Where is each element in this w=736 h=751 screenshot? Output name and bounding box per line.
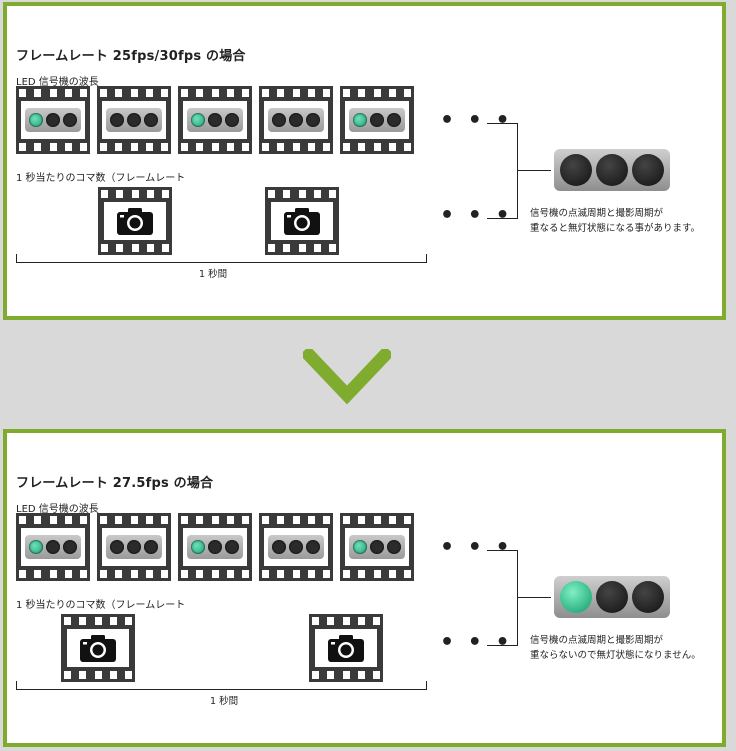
traffic-light-icon bbox=[25, 108, 81, 132]
bracket-connector bbox=[517, 170, 551, 171]
lamp-bulb bbox=[207, 540, 222, 554]
camera-frame-1 bbox=[61, 614, 135, 682]
lamp-bulb bbox=[225, 540, 240, 554]
led-film-frame bbox=[16, 513, 90, 581]
lamp-bulb bbox=[560, 581, 592, 613]
lamp-bulb bbox=[45, 113, 60, 127]
lamp-bulb bbox=[632, 154, 664, 186]
chevron-down-icon bbox=[303, 349, 391, 405]
one-second-bracket bbox=[16, 254, 427, 263]
traffic-light-icon bbox=[25, 535, 81, 559]
camera-frame-1 bbox=[98, 187, 172, 255]
one-second-label: 1 秒間 bbox=[210, 696, 239, 707]
panel-title: フレームレート 25fps/30fps の場合 bbox=[16, 49, 246, 64]
led-film-frame bbox=[97, 86, 171, 154]
led-film-frame bbox=[178, 513, 252, 581]
result-traffic-light bbox=[554, 576, 670, 618]
lamp-bulb bbox=[144, 113, 159, 127]
led-film-frame bbox=[178, 86, 252, 154]
led-wave-label: LED 信号機の波長 bbox=[16, 77, 99, 88]
continuation-dots: • • • bbox=[440, 108, 513, 133]
lamp-bulb bbox=[109, 540, 124, 554]
one-second-bracket bbox=[16, 681, 427, 690]
lamp-bulb bbox=[109, 113, 124, 127]
lamp-bulb bbox=[144, 540, 159, 554]
lamp-bulb bbox=[45, 540, 60, 554]
lamp-bulb bbox=[632, 581, 664, 613]
lamp-bulb bbox=[63, 540, 78, 554]
lamp-bulb bbox=[596, 154, 628, 186]
traffic-light-icon bbox=[187, 535, 243, 559]
lamp-bulb bbox=[352, 113, 367, 127]
camera-icon bbox=[284, 208, 320, 235]
led-film-frame bbox=[16, 86, 90, 154]
traffic-light-icon bbox=[349, 535, 405, 559]
lamp-bulb bbox=[207, 113, 222, 127]
camera-frame-2 bbox=[309, 614, 383, 682]
led-film-frame bbox=[340, 86, 414, 154]
camera-icon bbox=[80, 635, 116, 662]
traffic-light-icon bbox=[268, 535, 324, 559]
lamp-bulb bbox=[126, 113, 141, 127]
note-line-1: 信号機の点滅周期と撮影周期が bbox=[530, 208, 664, 219]
traffic-light-icon bbox=[268, 108, 324, 132]
lamp-bulb bbox=[369, 113, 384, 127]
led-film-frame bbox=[259, 513, 333, 581]
led-film-frame bbox=[97, 513, 171, 581]
traffic-light-icon bbox=[349, 108, 405, 132]
merge-bracket bbox=[487, 550, 518, 646]
lamp-bulb bbox=[63, 113, 78, 127]
note-line-2: 重なると無灯状態になる事があります。 bbox=[530, 223, 701, 234]
panel-title: フレームレート 27.5fps の場合 bbox=[16, 476, 214, 491]
camera-icon bbox=[117, 208, 153, 235]
led-film-strip bbox=[16, 513, 416, 581]
lamp-bulb bbox=[596, 581, 628, 613]
lamp-bulb bbox=[190, 540, 205, 554]
merge-bracket bbox=[487, 123, 518, 219]
panel-25-30fps: フレームレート 25fps/30fps の場合 LED 信号機の波長 1 秒当た… bbox=[3, 2, 726, 320]
note-line-1: 信号機の点滅周期と撮影周期が bbox=[530, 635, 664, 646]
traffic-light-icon bbox=[187, 108, 243, 132]
lamp-bulb bbox=[126, 540, 141, 554]
camera-frame-2 bbox=[265, 187, 339, 255]
continuation-dots: • • • bbox=[440, 203, 513, 228]
result-traffic-light bbox=[554, 149, 670, 191]
traffic-light-icon bbox=[106, 108, 162, 132]
led-film-strip bbox=[16, 86, 416, 154]
frame-rate-label: 1 秒当たりのコマ数（フレームレート bbox=[16, 173, 186, 184]
lamp-bulb bbox=[352, 540, 367, 554]
lamp-bulb bbox=[28, 540, 43, 554]
continuation-dots: • • • bbox=[440, 630, 513, 655]
lamp-bulb bbox=[190, 113, 205, 127]
lamp-bulb bbox=[225, 113, 240, 127]
traffic-light-icon bbox=[106, 535, 162, 559]
lamp-bulb bbox=[387, 540, 402, 554]
frame-rate-label: 1 秒当たりのコマ数（フレームレート bbox=[16, 600, 186, 611]
bracket-connector bbox=[517, 597, 551, 598]
continuation-dots: • • • bbox=[440, 535, 513, 560]
note-line-2: 重ならないので無灯状態になりません。 bbox=[530, 650, 701, 661]
lamp-bulb bbox=[288, 540, 303, 554]
led-film-frame bbox=[340, 513, 414, 581]
led-film-frame bbox=[259, 86, 333, 154]
lamp-bulb bbox=[560, 154, 592, 186]
lamp-bulb bbox=[271, 540, 286, 554]
lamp-bulb bbox=[288, 113, 303, 127]
lamp-bulb bbox=[28, 113, 43, 127]
lamp-bulb bbox=[387, 113, 402, 127]
panel-27-5fps: フレームレート 27.5fps の場合 LED 信号機の波長 1 秒当たりのコマ… bbox=[3, 429, 726, 747]
camera-icon bbox=[328, 635, 364, 662]
lamp-bulb bbox=[271, 113, 286, 127]
lamp-bulb bbox=[369, 540, 384, 554]
one-second-label: 1 秒間 bbox=[199, 269, 228, 280]
lamp-bulb bbox=[306, 113, 321, 127]
led-wave-label: LED 信号機の波長 bbox=[16, 504, 99, 515]
lamp-bulb bbox=[306, 540, 321, 554]
